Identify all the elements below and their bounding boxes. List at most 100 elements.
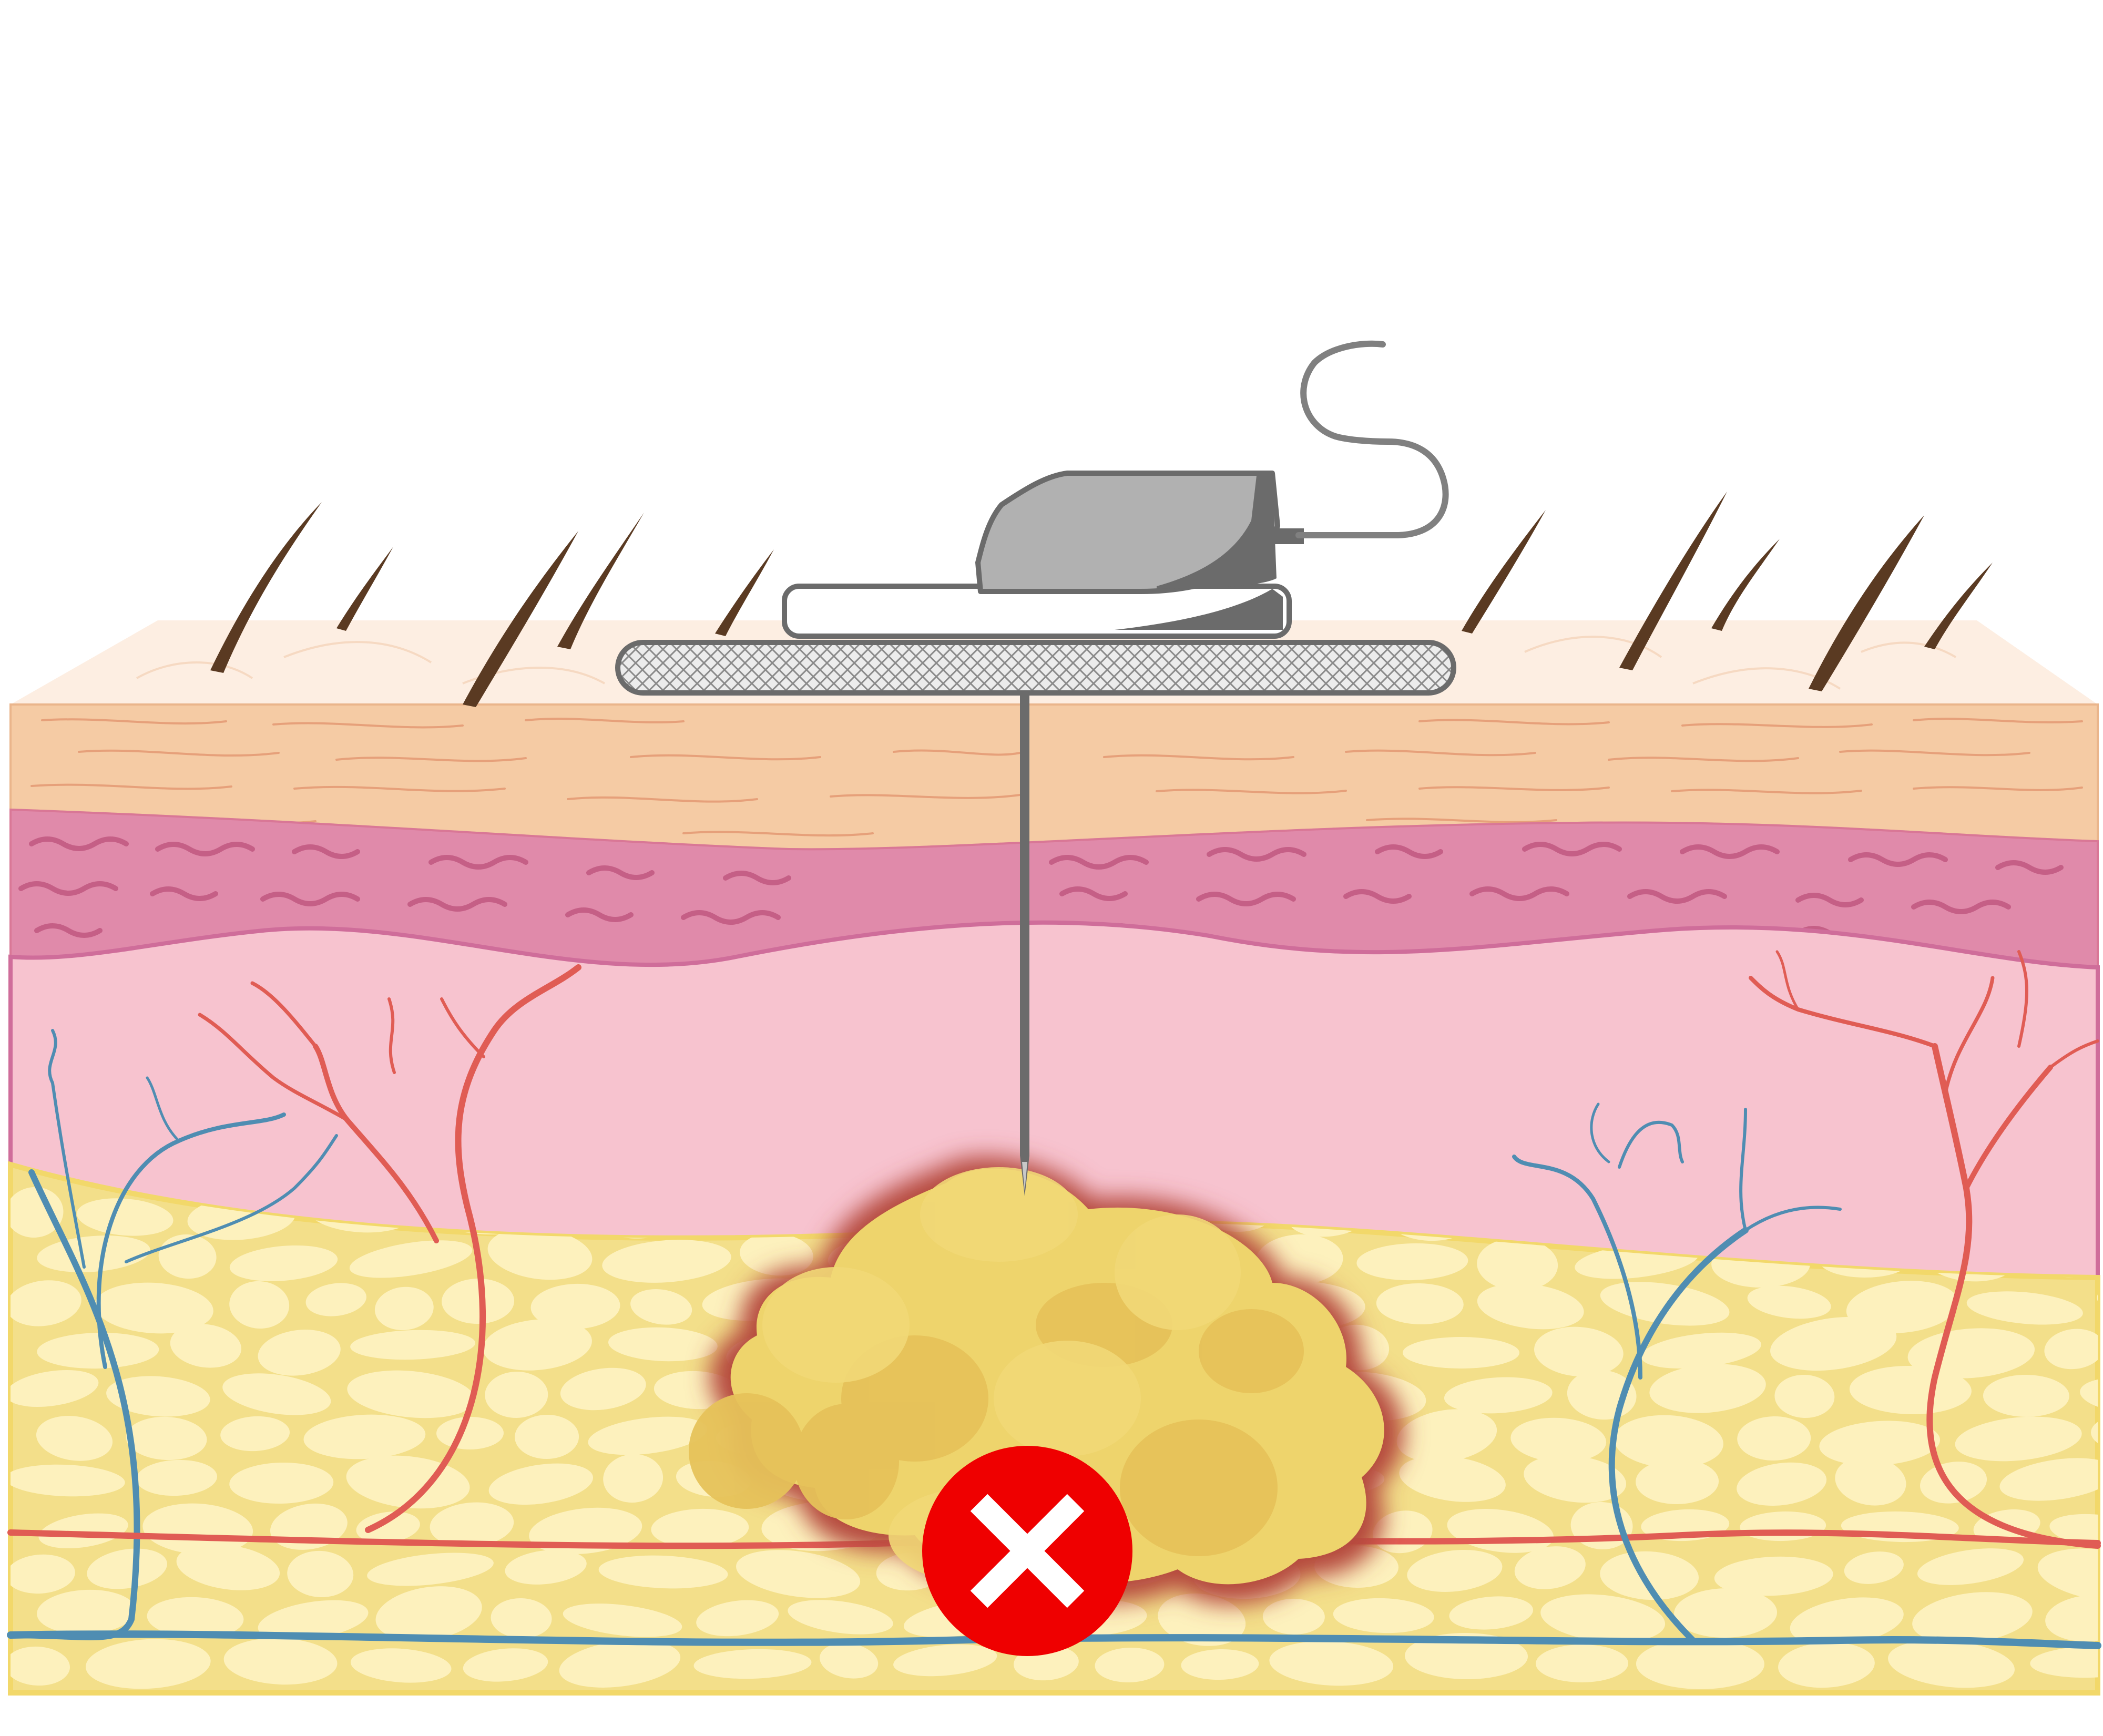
fat-cell — [1396, 1409, 1497, 1463]
fat-cell — [11, 1646, 70, 1686]
fat-cell — [258, 1600, 369, 1640]
fat-cell — [1737, 1416, 1811, 1461]
fat-cell — [77, 1198, 173, 1236]
fat-cell — [1269, 1641, 1394, 1686]
fat-cell — [588, 1416, 707, 1455]
hair — [1809, 515, 1924, 691]
fat-cell — [736, 1550, 861, 1598]
fat-cell — [176, 1544, 280, 1590]
error-badge — [922, 1446, 1132, 1656]
fat-cell — [740, 1233, 813, 1276]
fat-cell — [1649, 1364, 1766, 1413]
fat-cell — [1835, 1456, 1906, 1506]
fat-cell — [491, 1598, 552, 1639]
fat-cell — [436, 1416, 504, 1450]
fat-cell — [1449, 1596, 1534, 1630]
fat-cell — [1774, 1374, 1835, 1418]
inflamed-lump — [689, 1157, 1404, 1605]
epidermis-texture — [30, 718, 2083, 837]
fat-cell — [1636, 1458, 1719, 1505]
fat-cell — [147, 1597, 244, 1639]
fat-cell — [229, 1245, 338, 1281]
fat-cell — [1714, 1556, 1833, 1596]
fat-cell — [1790, 1597, 1904, 1646]
hair — [1619, 492, 1727, 670]
fat-cell — [136, 1459, 217, 1496]
sensor-cable — [1295, 340, 1449, 538]
fat-cell — [142, 1503, 253, 1555]
hair — [557, 513, 644, 649]
fat-cell — [1641, 1332, 1761, 1369]
x-mark-icon — [970, 1494, 1085, 1608]
hair — [1462, 510, 1546, 634]
artery-left — [365, 964, 581, 1533]
hair — [715, 549, 774, 636]
fat-cell — [630, 1289, 692, 1325]
fat-cell — [430, 1502, 514, 1547]
fat-cell — [515, 1414, 579, 1459]
fat-cell — [1966, 1291, 2083, 1325]
fat-cell — [651, 1508, 749, 1548]
fat-cell — [11, 1370, 99, 1407]
fat-cell — [505, 1550, 587, 1585]
fat-cell — [602, 1240, 731, 1283]
fat-cell — [1983, 1374, 2069, 1417]
fat-cell — [603, 1454, 663, 1503]
hair — [1924, 563, 1993, 649]
hair — [210, 502, 322, 673]
fat-cell — [1888, 1640, 2015, 1688]
fat-cell — [11, 1464, 125, 1497]
hairs — [210, 492, 1993, 707]
fat-cell — [1524, 1455, 1627, 1503]
fat-cell — [488, 1463, 593, 1505]
fat-cell — [1912, 1592, 2033, 1643]
fat-cell — [487, 1228, 593, 1280]
adhesive-pad — [615, 640, 1456, 696]
artery-right — [1926, 1043, 2101, 1549]
fat-cell — [1477, 1283, 1584, 1330]
fat-cell — [1849, 1365, 1972, 1415]
vein-right — [1608, 1227, 1749, 1643]
fat-cell — [11, 1554, 75, 1594]
fat-cell — [1540, 1594, 1666, 1642]
fat-cell — [38, 1513, 128, 1549]
fat-cell — [37, 1332, 159, 1369]
fat-cell — [229, 1281, 290, 1329]
fat-cell — [463, 1648, 548, 1682]
fat-cell — [2037, 1548, 2098, 1602]
fat-cell — [1614, 1415, 1723, 1468]
fat-cell — [788, 1600, 893, 1635]
fat-cell — [1536, 1644, 1629, 1683]
fat-cell — [222, 1373, 331, 1415]
fat-cell — [2045, 1595, 2098, 1642]
fat-cell — [95, 1282, 213, 1334]
fat-cell — [36, 1416, 113, 1461]
fat-cell — [223, 1638, 338, 1685]
fat-cell — [170, 1324, 242, 1368]
fat-cell — [1405, 1632, 1528, 1680]
fat-cell — [350, 1648, 452, 1683]
fat-cell — [347, 1370, 475, 1418]
vein-horizontal — [7, 1630, 2101, 1649]
transmitter — [975, 471, 1304, 594]
fat-cell — [1514, 1546, 1586, 1589]
fat-cell — [1819, 1421, 1941, 1466]
fat-cell — [374, 1286, 434, 1331]
fat-cell — [820, 1643, 879, 1679]
fat-cell — [563, 1604, 682, 1637]
hair — [336, 547, 393, 631]
hair — [463, 531, 578, 707]
fat-cell — [258, 1330, 341, 1376]
hair — [1711, 539, 1780, 631]
fat-cell — [87, 1548, 167, 1589]
needle — [1020, 693, 1029, 1196]
fat-cell — [1158, 1593, 1246, 1646]
fat-cell — [693, 1649, 812, 1679]
fat-cell — [349, 1240, 473, 1278]
fat-cell — [2030, 1646, 2098, 1678]
fat-cell — [305, 1283, 366, 1316]
fat-cell — [560, 1367, 646, 1411]
fat-cell — [1770, 1316, 1897, 1371]
fat-cell — [1510, 1417, 1607, 1463]
